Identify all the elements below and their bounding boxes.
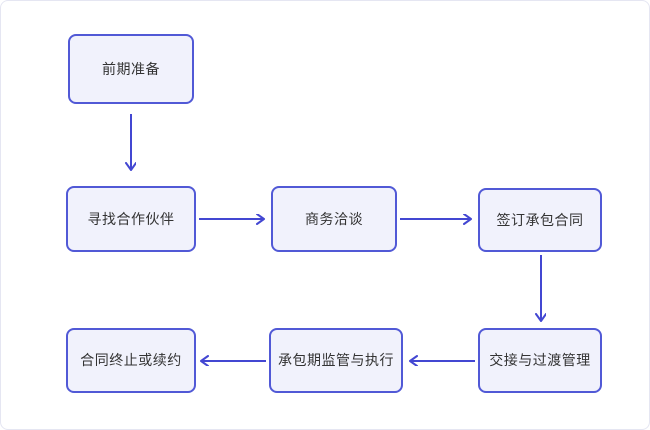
node-business-negotiation: 商务洽谈: [271, 186, 397, 252]
node-find-partners: 寻找合作伙伴: [66, 186, 196, 252]
node-preliminary-preparation: 前期准备: [68, 34, 194, 104]
node-termination-renewal: 合同终止或续约: [66, 328, 196, 393]
node-sign-contract: 签订承包合同: [478, 188, 602, 252]
node-handover-transition: 交接与过渡管理: [478, 328, 602, 393]
node-supervision-execution: 承包期监管与执行: [269, 328, 403, 393]
